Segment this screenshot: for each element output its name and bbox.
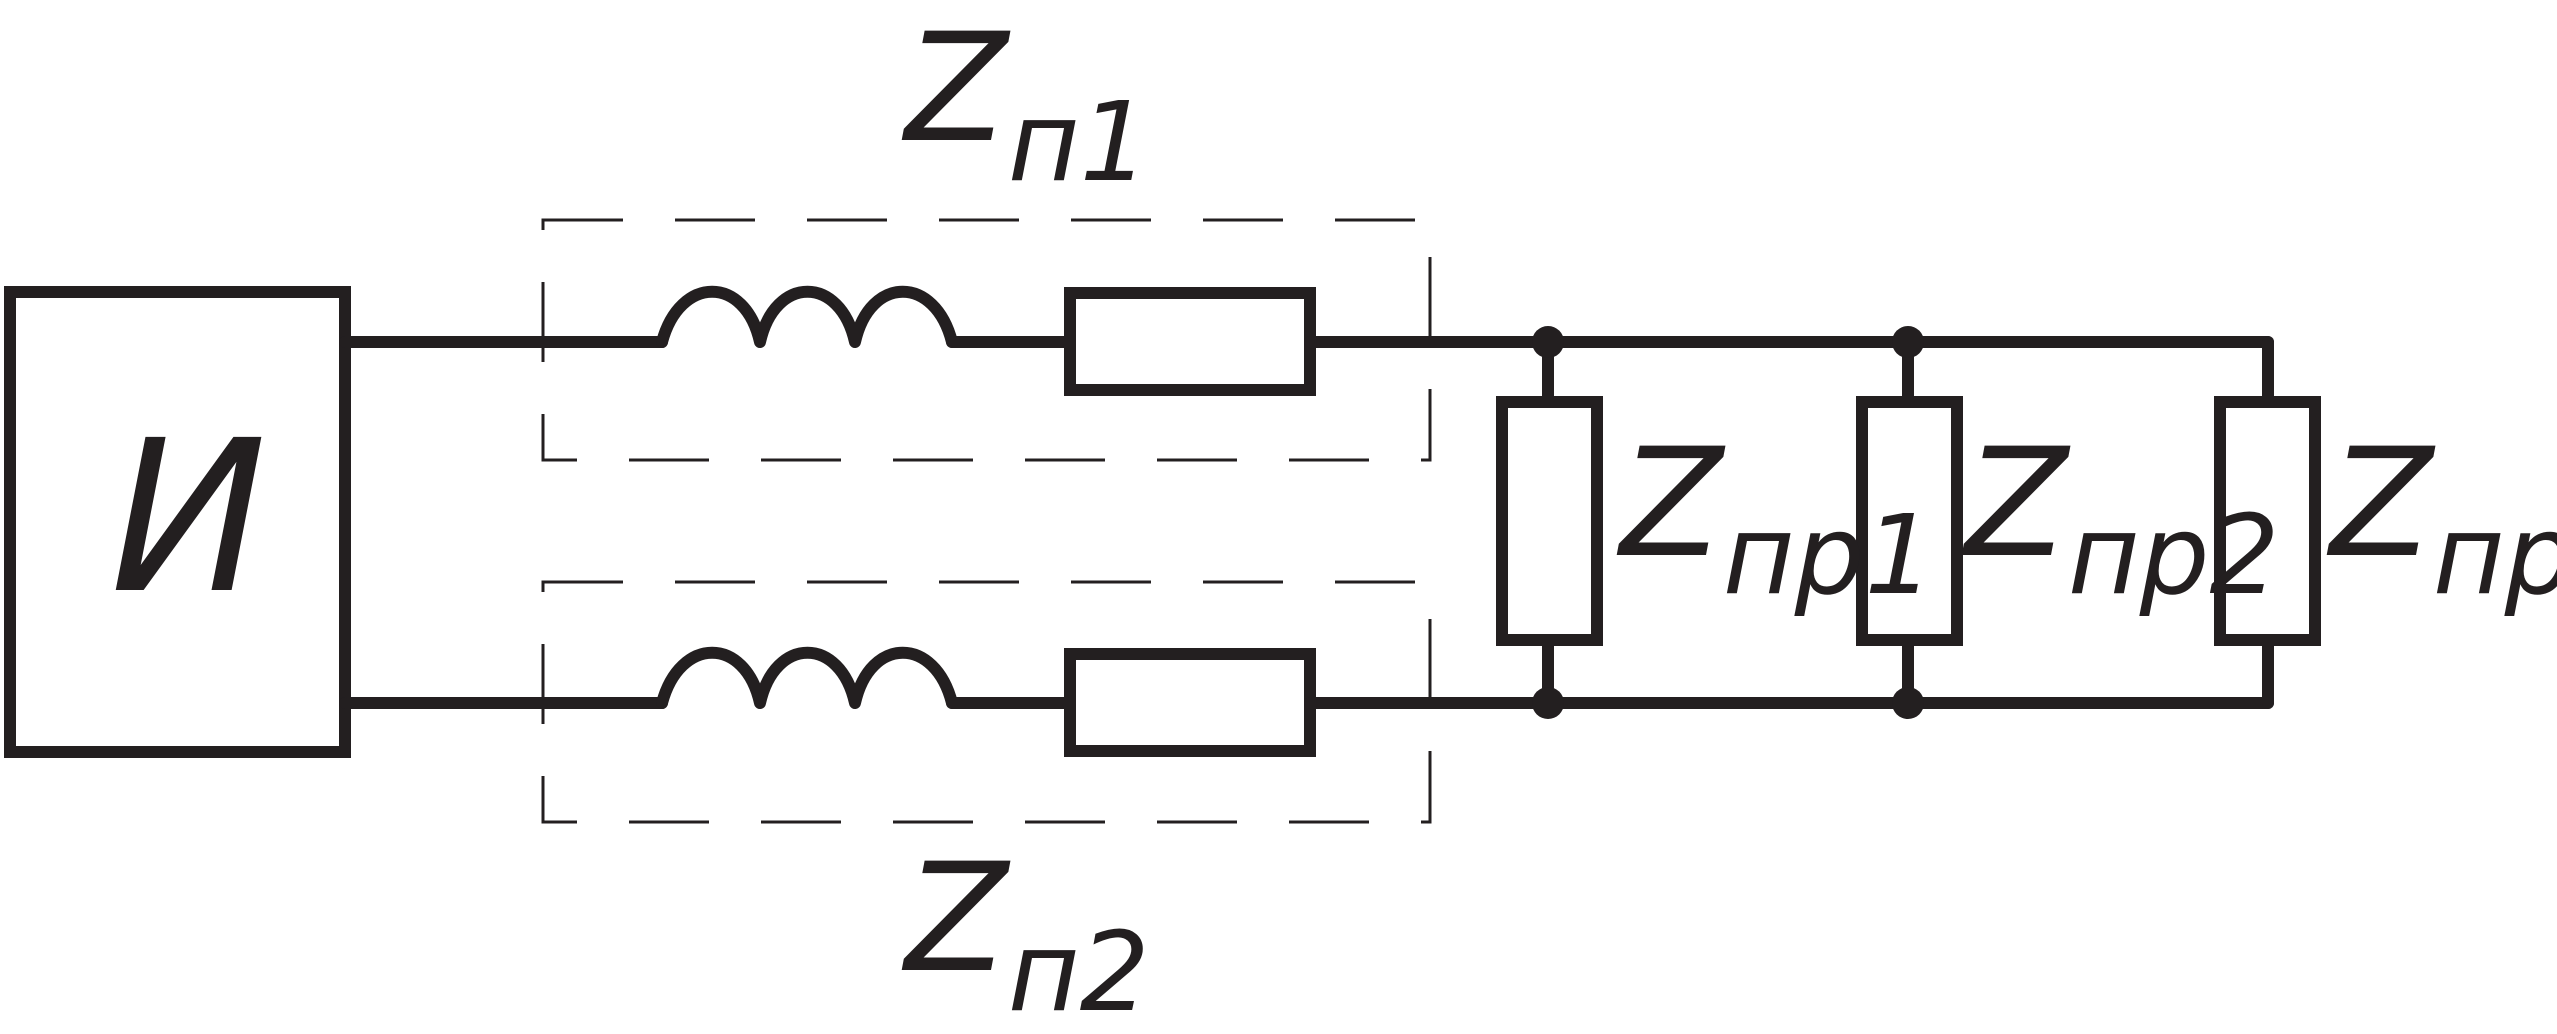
label-zp1-base: Z [901,2,1011,176]
label-zpr1-base: Z [1616,417,1726,591]
label-zpr3-base: Z [2326,417,2436,591]
junction-top-2 [1892,326,1924,358]
junction-bottom-2 [1892,687,1924,719]
label-zpr2-base: Z [1961,417,2071,591]
label-zp2: Zп2 [901,832,1150,1034]
junction-bottom-1 [1532,687,1564,719]
bottom-inductor [656,646,958,709]
label-zpr2-sub: пр2 [2068,491,2280,619]
bottom-series-resistor [1064,648,1316,757]
source-label: И [110,395,267,640]
receiver3-resistor [2214,396,2321,646]
top-series-resistor [1064,287,1316,396]
label-zpr3-sub: пр3 [2433,491,2557,619]
label-zpr3: Zпр3 [2326,417,2557,619]
label-zp2-sub: п2 [1008,908,1150,1034]
top-inductor [656,285,958,348]
junction-top-1 [1532,326,1564,358]
source-block [4,286,351,758]
label-zpr1-sub: пр1 [1723,491,1935,619]
label-zpr1: Zпр1 [1616,417,1935,619]
label-zp1: Zп1 [901,2,1150,206]
receiver1-resistor [1496,396,1603,646]
receiver2-resistor [1856,396,1963,646]
label-zpr2: Zпр2 [1961,417,2280,619]
label-zp2-base: Z [901,832,1011,1006]
label-zp1-sub: п1 [1008,78,1150,206]
